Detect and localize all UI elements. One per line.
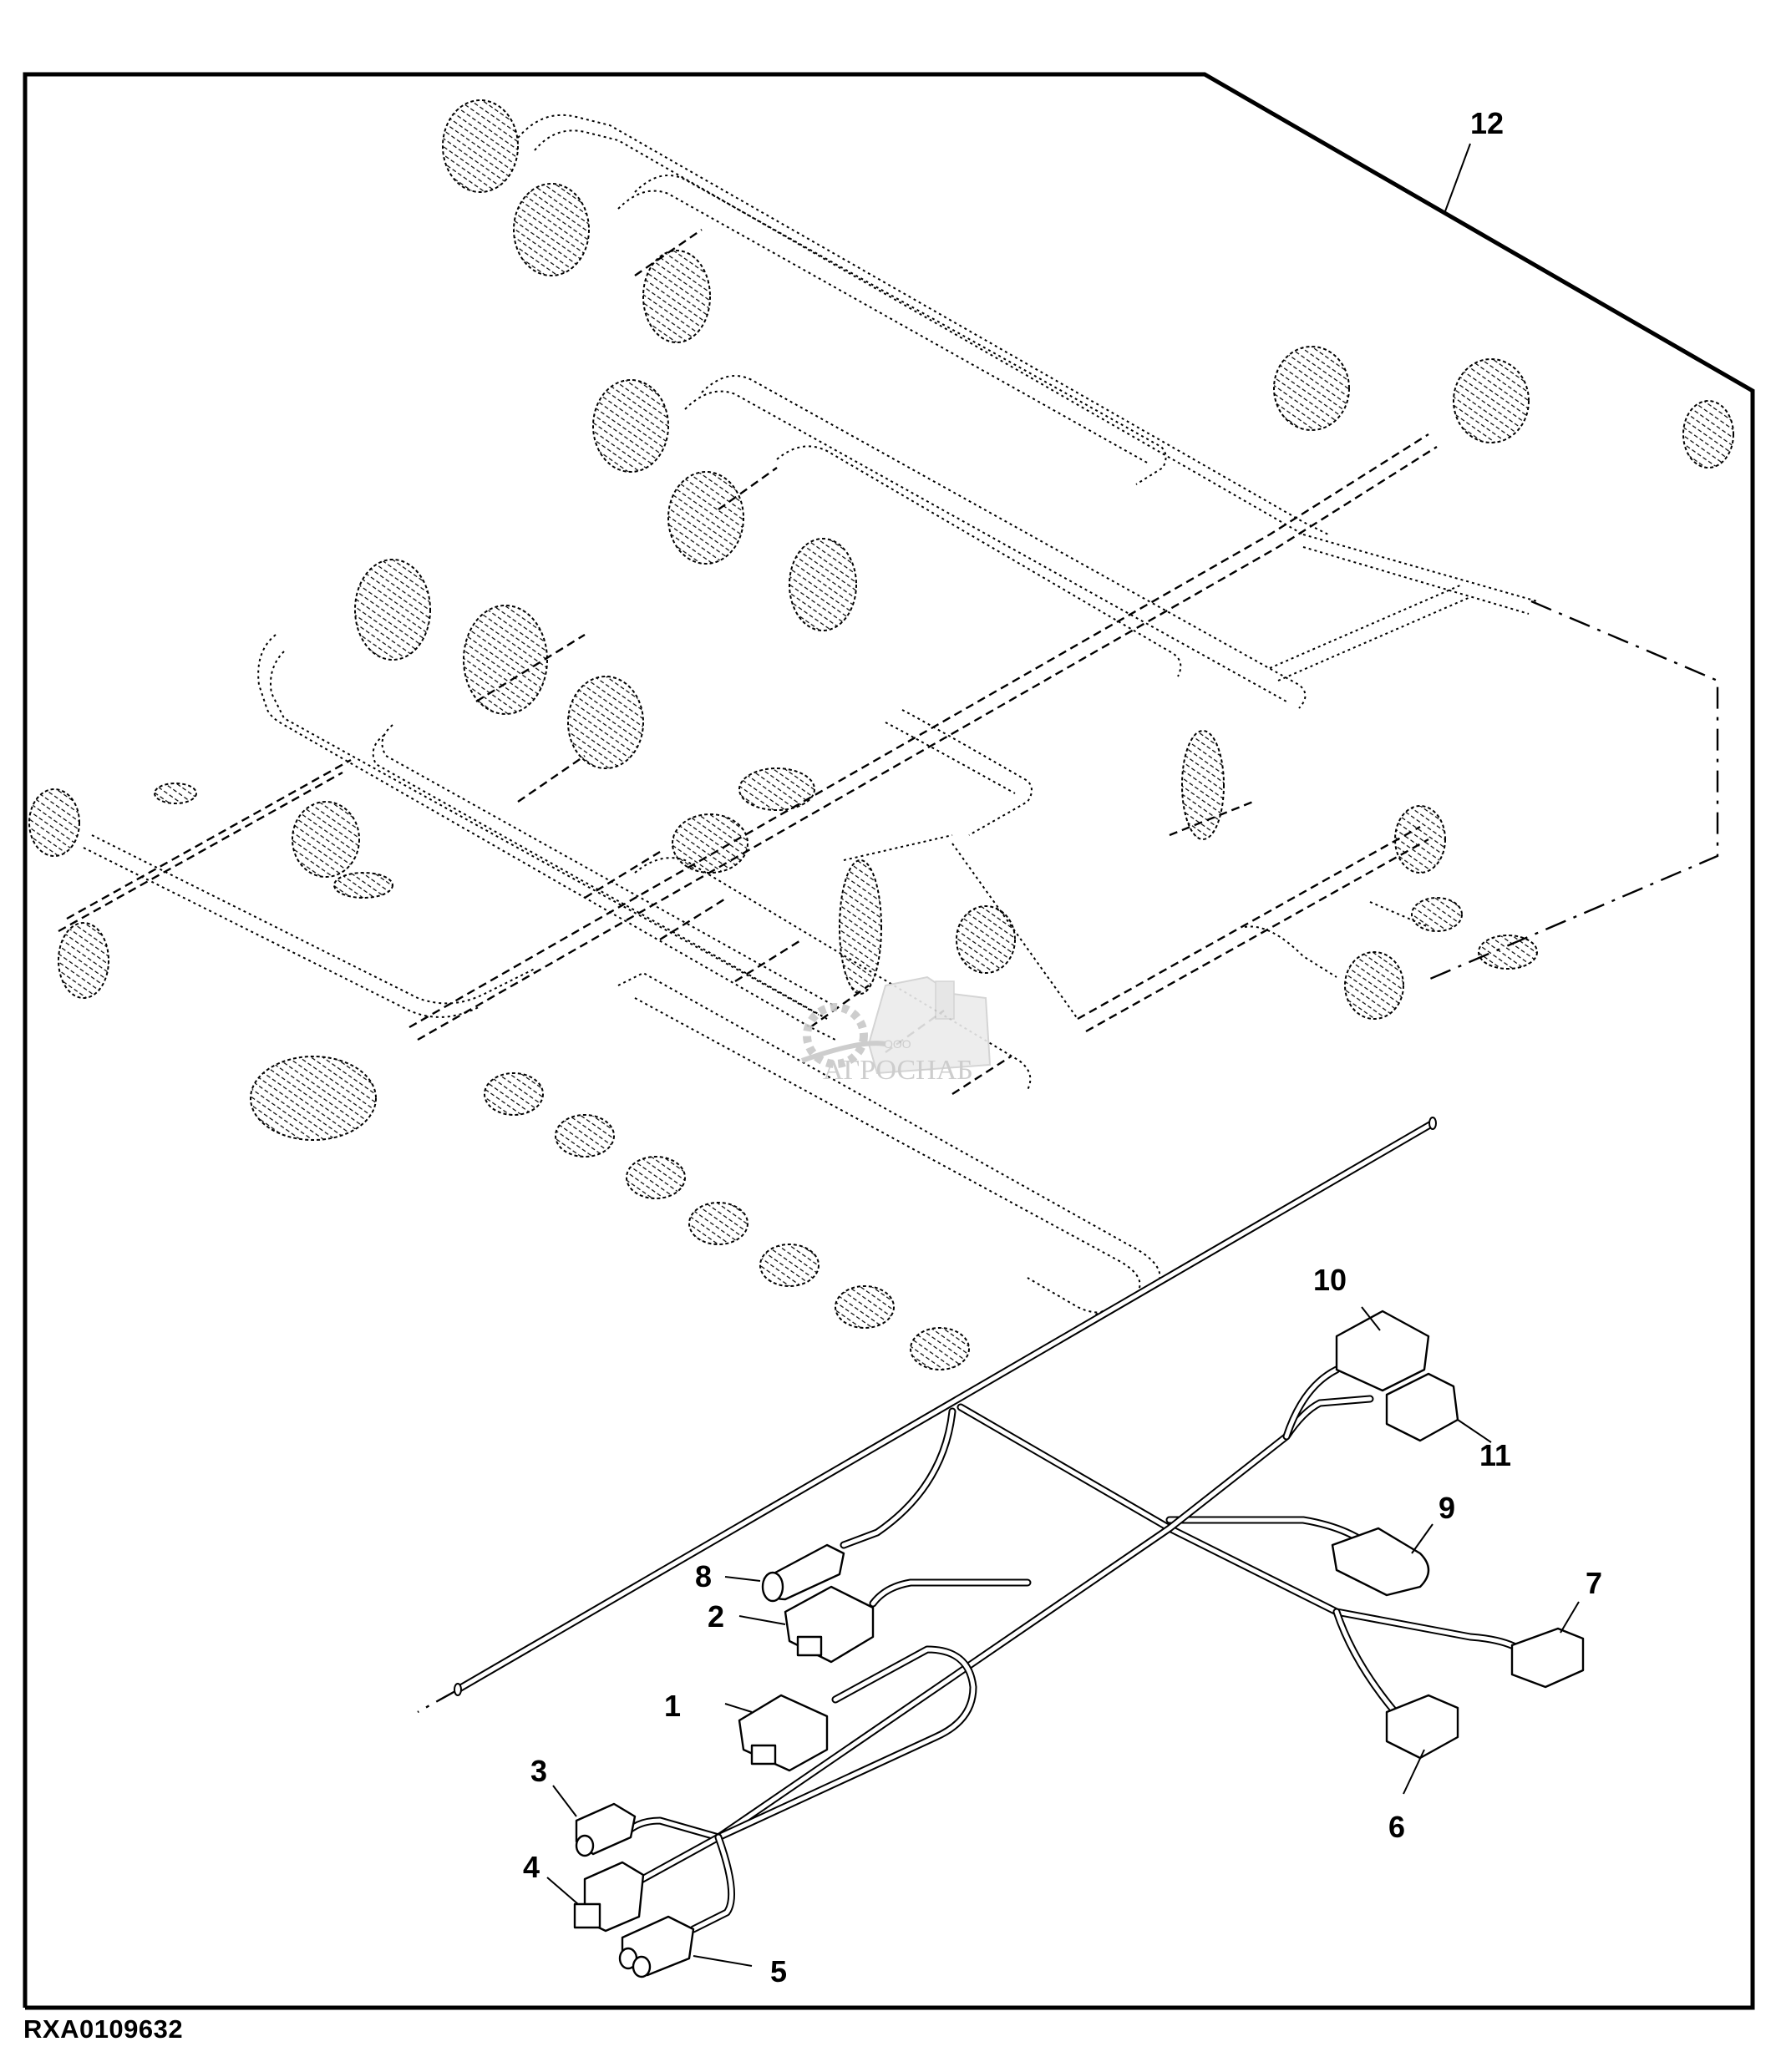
ghost-harness [28, 99, 1734, 1370]
connector-3[interactable] [575, 1802, 637, 1857]
connector-9[interactable] [1331, 1527, 1430, 1597]
connector-10[interactable] [1335, 1310, 1430, 1392]
callout-10: 10 [1313, 1263, 1347, 1297]
callout-12: 12 [1470, 106, 1504, 140]
leader-12 [1444, 143, 1471, 212]
callout-9: 9 [1439, 1491, 1455, 1525]
watermark: ООО АГРОСНАБ [800, 975, 992, 1086]
connector-1[interactable] [738, 1694, 829, 1772]
callout-3: 3 [530, 1754, 547, 1788]
watermark-brand: АГРОСНАБ [823, 1055, 973, 1086]
phantom-line [1429, 600, 1719, 980]
connector-4[interactable] [573, 1861, 645, 1933]
callout-2: 2 [708, 1599, 724, 1634]
connector-7[interactable] [1510, 1627, 1585, 1689]
callout-4: 4 [523, 1850, 540, 1884]
callout-8: 8 [695, 1559, 712, 1593]
leader-lines [546, 1306, 1580, 1967]
connector-5[interactable] [618, 1915, 695, 1978]
connector-2[interactable] [784, 1585, 875, 1664]
callout-11: 11 [1479, 1438, 1511, 1472]
connector-6[interactable] [1385, 1694, 1459, 1760]
gear-combine-harvester-icon [800, 975, 992, 1075]
callout-6: 6 [1388, 1810, 1405, 1844]
callout-5: 5 [770, 1954, 787, 1988]
frame-border [23, 72, 1755, 2010]
connector-8[interactable] [761, 1543, 845, 1603]
phantom-line-tail [417, 1690, 456, 1714]
callout-1: 1 [664, 1689, 681, 1723]
figure-id-label: RXA0109632 [23, 2014, 184, 2044]
callout-7: 7 [1586, 1566, 1602, 1600]
watermark-prefix: ООО [884, 1037, 911, 1051]
